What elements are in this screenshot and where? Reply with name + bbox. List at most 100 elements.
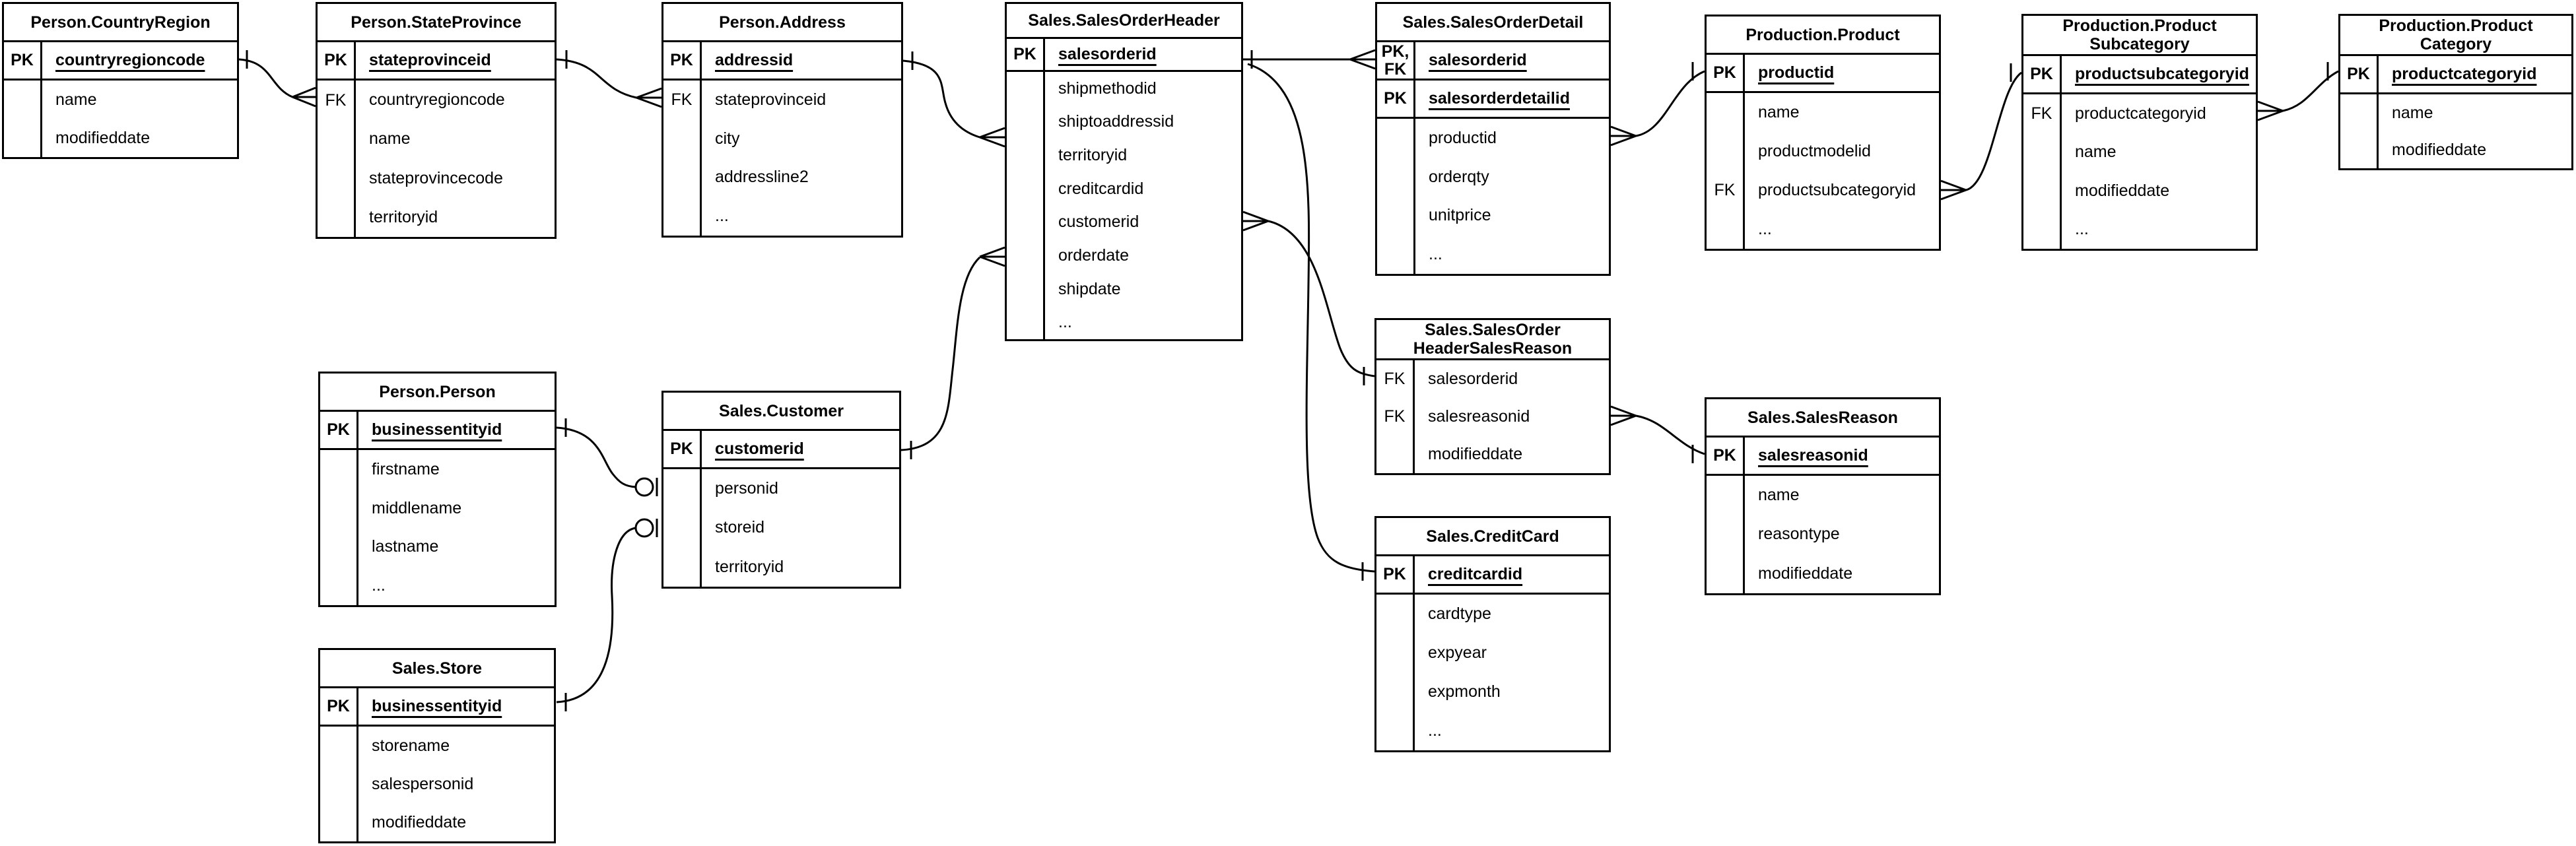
field-name: ... [1429, 245, 1442, 264]
field-name: name [2392, 103, 2433, 122]
crow-foot-icon [1349, 49, 1376, 70]
field-name: ... [2075, 220, 2089, 239]
crow-foot-icon [979, 246, 1005, 267]
table-title: Sales.CreditCard [1376, 518, 1609, 556]
rel-address-salesorderheader[interactable] [902, 51, 1005, 148]
key-label [1707, 554, 1745, 593]
table-title: Person.CountryRegion [4, 4, 237, 42]
key-label [1707, 476, 1745, 515]
crow-foot-icon [636, 87, 662, 108]
key-label [4, 81, 42, 119]
field-name: salespersonid [372, 774, 474, 793]
pk-fk-label: PK, FK [1377, 42, 1415, 81]
field-name: salesorderid [1045, 39, 1241, 72]
key-label [1377, 235, 1415, 274]
key-label [1376, 595, 1415, 634]
table-sales-salesorderheadersalesreason[interactable]: Sales.SalesOrder HeaderSalesReason FK sal… [1374, 318, 1611, 475]
rel-stateprovince-address[interactable] [556, 50, 662, 108]
rel-salesorderheader-salesorderdetail[interactable] [1243, 49, 1376, 70]
field-name: productmodelid [1758, 142, 1871, 160]
fk-label: FK [1376, 398, 1415, 436]
field-name: cardtype [1428, 604, 1491, 623]
field-name: modifieddate [2392, 140, 2487, 159]
rel-countryregion-stateprovince[interactable] [238, 50, 316, 108]
rel-salesorderheader-salesreason-junction[interactable] [1242, 211, 1375, 385]
field-name: ... [1758, 220, 1772, 238]
field-name: name [1758, 103, 1800, 121]
field-name: ... [1058, 313, 1072, 332]
pk-label: PK [1376, 556, 1415, 595]
field-name: ... [715, 207, 729, 226]
field-name: modifieddate [2075, 181, 2170, 200]
key-label [1376, 436, 1415, 473]
key-label [2023, 210, 2062, 249]
key-label [1376, 672, 1415, 711]
pk-label: PK [320, 412, 358, 450]
field-name: storename [372, 736, 450, 755]
zero-circle-icon [634, 518, 654, 538]
rel-customer-salesorderheader[interactable] [900, 246, 1005, 459]
field-name: salesorderdetailid [1415, 81, 1609, 119]
rel-salesorderdetail-product[interactable] [1610, 62, 1705, 146]
key-label [2023, 133, 2062, 172]
key-label [663, 158, 702, 197]
key-label [663, 508, 702, 548]
key-label [1007, 105, 1045, 139]
pk-label: PK [1707, 438, 1745, 476]
field-name: productcategoryid [2379, 56, 2571, 94]
field-name: unitprice [1429, 206, 1491, 225]
field-name: expyear [1428, 643, 1487, 662]
field-name: addressid [702, 42, 901, 81]
table-title: Sales.Store [320, 650, 554, 688]
crow-foot-icon [1242, 211, 1269, 232]
fk-label: FK [1376, 360, 1415, 398]
rel-salesorderheader-creditcard[interactable] [1247, 63, 1375, 581]
field-name: shiptoaddressid [1058, 112, 1174, 131]
table-title: Person.Person [320, 374, 555, 412]
field-name: stateprovinceid [356, 42, 555, 81]
field-name: modifieddate [1758, 564, 1853, 583]
pk-label: PK [663, 431, 702, 469]
field-name: storeid [715, 518, 765, 537]
rel-productsubcategory-productcategory[interactable] [2257, 62, 2339, 121]
key-label [1376, 711, 1415, 750]
key-label [1007, 172, 1045, 206]
field-name: salesreasonid [1428, 407, 1530, 426]
field-name: productcategoryid [2075, 104, 2206, 123]
field-name: businessentityid [358, 688, 554, 727]
rel-junction-salesreason[interactable] [1610, 405, 1705, 463]
table-title: Sales.SalesOrderHeader [1007, 4, 1241, 39]
field-name: modifieddate [55, 128, 151, 147]
key-label [1707, 132, 1745, 171]
rel-product-productsubcategory[interactable] [1940, 63, 2022, 201]
field-name: name [1758, 486, 1800, 505]
key-label [318, 158, 356, 198]
field-name: shipdate [1058, 279, 1121, 298]
key-label [320, 765, 358, 803]
table-title: Production.Product Subcategory [2023, 16, 2256, 56]
field-name: name [55, 90, 97, 109]
field-name: territoryid [369, 207, 438, 226]
crow-foot-icon [979, 127, 1005, 148]
field-name: salesorderid [1415, 42, 1609, 81]
rel-store-customer[interactable] [556, 518, 658, 711]
rel-person-customer[interactable] [556, 418, 658, 497]
table-title: Sales.SalesOrder HeaderSalesReason [1376, 320, 1609, 360]
field-name: countryregioncode [42, 42, 237, 81]
field-name: productsubcategoryid [2062, 56, 2256, 94]
table-title: Sales.SalesOrderDetail [1377, 4, 1609, 42]
key-label [318, 119, 356, 159]
